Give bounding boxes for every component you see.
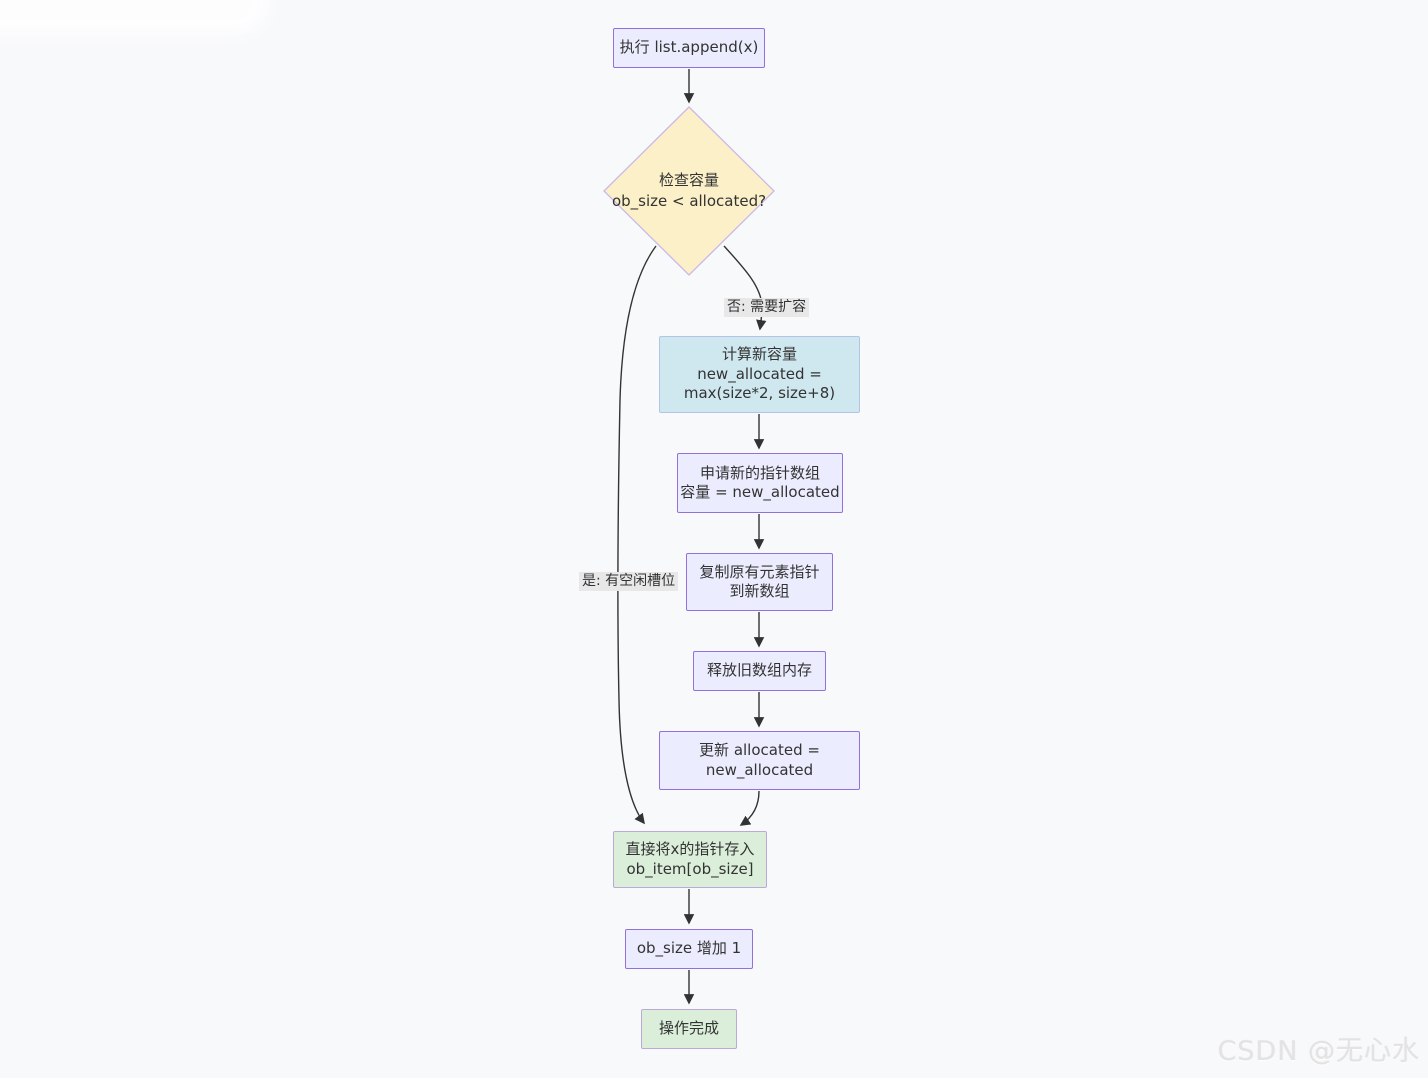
node-alloc-line2: 容量 = new_allocated (680, 483, 840, 501)
node-calc-line1: 计算新容量 (721, 345, 797, 364)
node-calc-line2: new_allocated = (697, 364, 822, 383)
node-free-label: 释放旧数组内存 (706, 661, 812, 680)
node-alloc-line1: 申请新的指针数组 (699, 463, 820, 482)
node-start-label: 执行 list.append(x) (619, 38, 759, 57)
corner-highlight (0, 0, 270, 35)
node-start: 执行 list.append(x) (613, 28, 765, 68)
node-free-old-array: 释放旧数组内存 (693, 651, 826, 691)
node-update-line2: new_allocated (705, 760, 814, 779)
decision-diamond-shape (603, 106, 775, 276)
edge-check-to-store (617, 245, 657, 825)
node-done: 操作完成 (641, 1009, 737, 1049)
csdn-watermark: CSDN @无心水 (1217, 1036, 1420, 1067)
node-increase-label: ob_size 增加 1 (636, 939, 742, 958)
edge-label-yes-branch: 是: 有空闲槽位 (579, 572, 679, 591)
node-update-allocated: 更新 allocated = new_allocated (659, 731, 860, 790)
node-store-pointer: 直接将x的指针存入 ob_item[ob_size] (613, 831, 767, 888)
node-update-line1: 更新 allocated = (699, 741, 820, 759)
node-check-capacity-line1: 检查容量 (658, 171, 719, 189)
node-calc-new-capacity: 计算新容量 new_allocated = max(size*2, size+8… (659, 336, 860, 413)
node-copy-pointers: 复制原有元素指针 到新数组 (686, 553, 833, 611)
node-alloc-new-array: 申请新的指针数组 容量 = new_allocated (677, 453, 843, 513)
edge-update-to-store (739, 790, 760, 826)
node-increase-size: ob_size 增加 1 (625, 929, 753, 969)
node-check-capacity: 检查容量 ob_size < allocated? (604, 107, 774, 275)
node-store-line2: ob_item[ob_size] (626, 859, 754, 878)
edge-label-no-branch: 否: 需要扩容 (724, 298, 810, 317)
node-check-capacity-line2: ob_size < allocated? (611, 192, 767, 210)
node-done-label: 操作完成 (658, 1019, 719, 1038)
node-copy-line2: 到新数组 (729, 582, 790, 600)
node-store-line1: 直接将x的指针存入 (625, 840, 755, 858)
node-copy-line1: 复制原有元素指针 (699, 562, 820, 581)
node-calc-line3: max(size*2, size+8) (683, 384, 836, 403)
